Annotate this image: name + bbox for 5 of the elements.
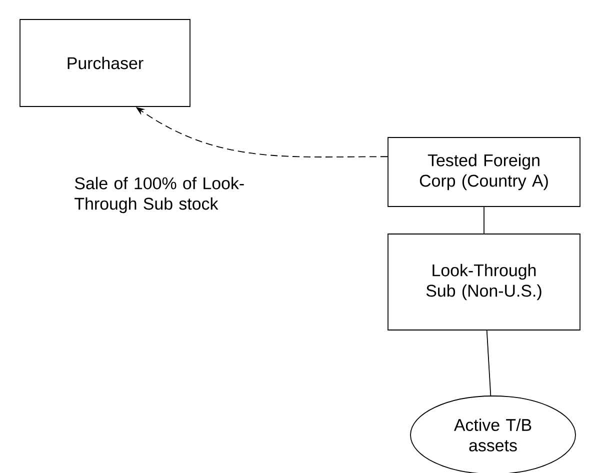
connector-line: [486, 330, 492, 396]
entity-box: Tested Foreign Corp (Country A): [388, 137, 580, 207]
purchaser-box: Purchaser: [20, 19, 190, 107]
edge-label: Sale of 100% of Look-Through Sub stock: [74, 176, 244, 214]
entity-box: Look-Through Sub (Non-U.S.): [388, 234, 580, 330]
